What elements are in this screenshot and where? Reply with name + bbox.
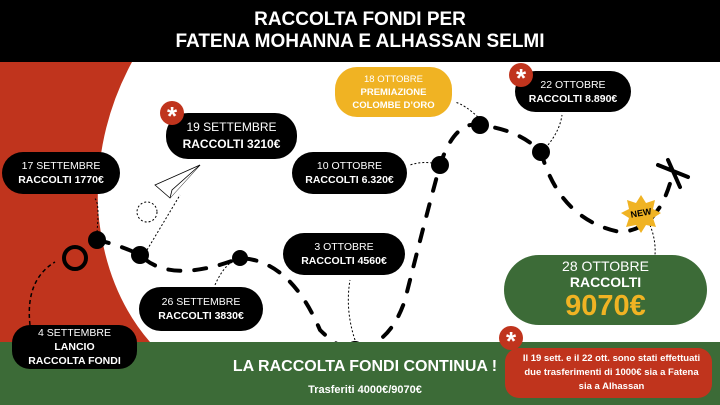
milestone-4-settembre: 4 SETTEMBRE LANCIO RACCOLTA FONDI bbox=[12, 325, 137, 369]
final-amount: 9070€ bbox=[565, 290, 646, 322]
milestone-18-ottobre: 18 OTTOBRE PREMIAZIONE COLOMBE D’ORO bbox=[335, 67, 452, 117]
milestone-17-settembre: 17 SETTEMBRE RACCOLTI 1770€ bbox=[2, 152, 120, 194]
milestone-date: 22 OTTOBRE bbox=[540, 78, 606, 91]
milestone-19-settembre: 19 SETTEMBRE RACCOLTI 3210€ bbox=[166, 113, 297, 159]
asterisk-icon: * bbox=[509, 63, 533, 93]
milestone-value: RACCOLTI 4560€ bbox=[301, 255, 387, 267]
note-text: Il 19 sett. e il 22 ott. sono stati effe… bbox=[522, 353, 701, 392]
milestone-28-ottobre: 28 OTTOBRE RACCOLTI 9070€ bbox=[504, 255, 707, 325]
milestone-10-ottobre: 10 OTTOBRE RACCOLTI 6.320€ bbox=[292, 152, 407, 194]
milestone-date: 4 SETTEMBRE bbox=[38, 327, 111, 339]
milestone-value: RACCOLTI 3210€ bbox=[182, 137, 281, 151]
milestone-22-ottobre: 22 OTTOBRE RACCOLTI 8.890€ bbox=[515, 71, 631, 112]
start-ring-icon bbox=[62, 245, 88, 271]
milestone-date: 3 OTTOBRE bbox=[314, 241, 374, 253]
transfer-note: Il 19 sett. e il 22 ott. sono stati effe… bbox=[505, 348, 712, 398]
red-shape bbox=[0, 62, 150, 342]
milestone-text: PREMIAZIONE bbox=[360, 86, 427, 98]
milestone-26-settembre: 26 SETTEMBRE RACCOLTI 3830€ bbox=[139, 287, 263, 331]
header: RACCOLTA FONDI PER FATENA MOHANNA E ALHA… bbox=[0, 0, 720, 62]
milestone-value: RACCOLTI 3830€ bbox=[158, 310, 244, 322]
milestone-value: RACCOLTI 6.320€ bbox=[305, 174, 394, 186]
dashed-route bbox=[95, 122, 675, 353]
asterisk-icon: * bbox=[499, 326, 523, 356]
asterisk-icon: * bbox=[160, 101, 184, 131]
milestone-text: LANCIO bbox=[54, 341, 95, 353]
milestone-text: RACCOLTA FONDI bbox=[28, 355, 121, 367]
milestone-value: RACCOLTI 8.890€ bbox=[528, 92, 618, 105]
milestone-date: 26 SETTEMBRE bbox=[161, 296, 241, 308]
milestone-text: COLOMBE D’ORO bbox=[352, 99, 435, 111]
final-label: RACCOLTI bbox=[569, 274, 642, 290]
x-mark-icon bbox=[656, 158, 690, 189]
milestone-value: RACCOLTI 1770€ bbox=[18, 174, 104, 186]
footer-subtitle: Trasferiti 4000€/9070€ bbox=[308, 384, 422, 396]
header-title-line1: RACCOLTA FONDI PER bbox=[254, 9, 466, 30]
milestone-date: 17 SETTEMBRE bbox=[21, 160, 101, 172]
launch-arrow bbox=[28, 261, 56, 326]
milestone-3-ottobre: 3 OTTOBRE RACCOLTI 4560€ bbox=[283, 233, 405, 275]
milestone-date: 19 SETTEMBRE bbox=[186, 120, 277, 134]
footer-title: LA RACCOLTA FONDI CONTINUA ! bbox=[232, 358, 498, 375]
new-badge-icon bbox=[621, 195, 661, 233]
final-date: 28 OTTOBRE bbox=[562, 258, 649, 274]
milestone-date: 18 OTTOBRE bbox=[364, 73, 423, 85]
paper-plane-icon bbox=[154, 164, 201, 199]
header-title-line2: FATENA MOHANNA E ALHASSAN SELMI bbox=[175, 31, 545, 52]
milestone-date: 10 OTTOBRE bbox=[316, 160, 383, 172]
